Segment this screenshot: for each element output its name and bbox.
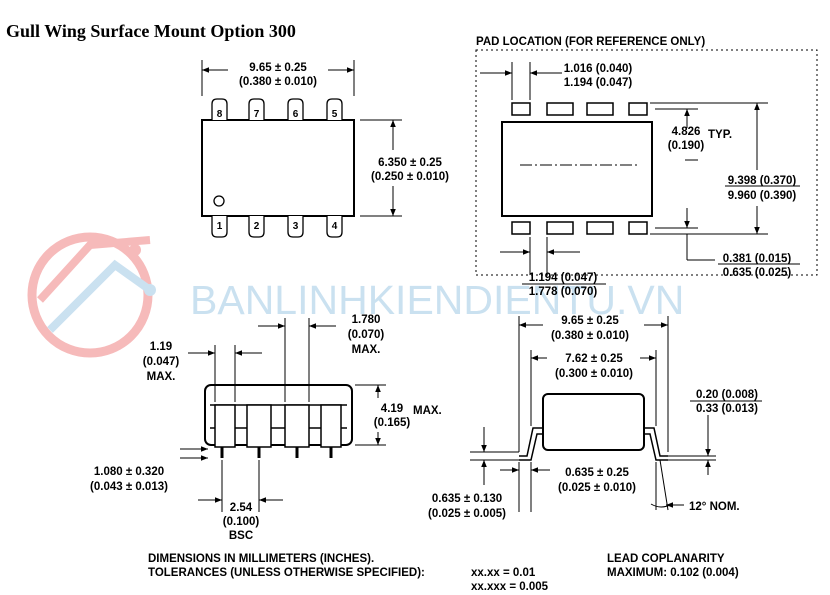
side-height-mm: 4.19: [381, 403, 403, 415]
top-width-in: (0.380 ± 0.010): [239, 76, 317, 88]
end-span-in: (0.380 ± 0.010): [551, 330, 629, 342]
end-span-mm: 9.65 ± 0.25: [561, 315, 619, 327]
pin1-marker: [213, 195, 225, 207]
side-view: [180, 318, 386, 512]
top-view: [201, 60, 402, 238]
pad-overall-1: 9.398 (0.370): [728, 175, 797, 187]
side-lead-gap-note: MAX.: [352, 344, 381, 356]
end-angle: 12° NOM.: [689, 501, 740, 513]
pad-length-1: 0.381 (0.015): [723, 253, 792, 265]
end-view: [470, 316, 762, 512]
side-foot-in: (0.043 ± 0.013): [90, 481, 168, 493]
watermark: BANLINHKIENDIENTU.VN: [27, 232, 684, 358]
pad-span-note: TYP.: [708, 129, 732, 141]
pad-pitch-1: 1.194 (0.047): [529, 272, 598, 284]
top-height-mm: 6.350 ± 0.25: [378, 157, 442, 169]
side-height-in: (0.165): [374, 417, 411, 429]
note-tolerances: TOLERANCES (UNLESS OTHERWISE SPECIFIED):: [148, 567, 425, 579]
pad-width-2: 1.194 (0.047): [564, 77, 633, 89]
pin-label: 5: [332, 109, 338, 120]
note-tol-1: xx.xx = 0.01: [471, 567, 536, 579]
side-foot-mm: 1.080 ± 0.320: [94, 466, 164, 478]
pad-overall-2: 9.960 (0.390): [728, 190, 797, 202]
end-thickness-1: 0.20 (0.008): [696, 389, 758, 401]
watermark-text: BANLINHKIENDIENTU.VN: [190, 277, 684, 323]
end-standoff-mm: 0.635 ± 0.130: [432, 493, 502, 505]
pad-width-1: 1.016 (0.040): [564, 63, 633, 75]
end-foot-mm: 0.635 ± 0.25: [565, 467, 629, 479]
top-width-mm: 9.65 ± 0.25: [249, 62, 307, 74]
pad-pitch-2: 1.778 (0.070): [529, 286, 598, 298]
end-body-mm: 7.62 ± 0.25: [565, 353, 623, 365]
side-lead-width-mm: 1.19: [150, 341, 172, 353]
pad-location-frame: [475, 49, 818, 276]
pad-span-mm: 4.826: [672, 126, 701, 138]
side-pitch-in: (0.100): [223, 516, 260, 528]
side-height-note: MAX.: [413, 405, 442, 417]
note-tol-2: xx.xxx = 0.005: [471, 581, 549, 593]
pin-label: 1: [217, 221, 223, 232]
pad-span-in: (0.190): [668, 140, 705, 152]
top-view-pins-bottom: 1 2 3 4: [217, 221, 338, 232]
pad-length-2: 0.635 (0.025): [723, 267, 792, 279]
side-lead-gap-in: (0.070): [348, 329, 385, 341]
pin-label: 8: [217, 109, 223, 120]
side-lead-width-note: MAX.: [147, 371, 176, 383]
end-body-in: (0.300 ± 0.010): [555, 368, 633, 380]
side-pitch-mm: 2.54: [230, 502, 253, 514]
end-standoff-in: (0.025 ± 0.005): [428, 508, 506, 520]
side-pitch-note: BSC: [229, 530, 253, 542]
end-foot-in: (0.025 ± 0.010): [558, 482, 636, 494]
pin-label: 4: [332, 221, 338, 232]
side-lead-gap-mm: 1.780: [352, 314, 381, 326]
note-coplanarity-1: LEAD COPLANARITY: [607, 553, 725, 565]
pin-label: 6: [293, 109, 299, 120]
top-height-in: (0.250 ± 0.010): [371, 171, 449, 183]
note-coplanarity-2: MAXIMUM: 0.102 (0.004): [607, 567, 739, 579]
watermark-logo: [27, 232, 156, 358]
top-view-body: [201, 119, 355, 217]
pin-label: 2: [254, 221, 260, 232]
pad-location-heading: PAD LOCATION (FOR REFERENCE ONLY): [476, 36, 705, 48]
end-thickness-2: 0.33 (0.013): [696, 403, 758, 415]
pad-footprint: [480, 62, 800, 285]
note-dimensions: DIMENSIONS IN MILLIMETERS (INCHES).: [148, 553, 374, 565]
side-lead-width-in: (0.047): [143, 356, 180, 368]
pin-label: 3: [293, 221, 299, 232]
pin-label: 7: [254, 109, 260, 120]
page-title: Gull Wing Surface Mount Option 300: [6, 21, 296, 41]
top-view-pins-top: 8 7 6 5: [217, 109, 338, 120]
